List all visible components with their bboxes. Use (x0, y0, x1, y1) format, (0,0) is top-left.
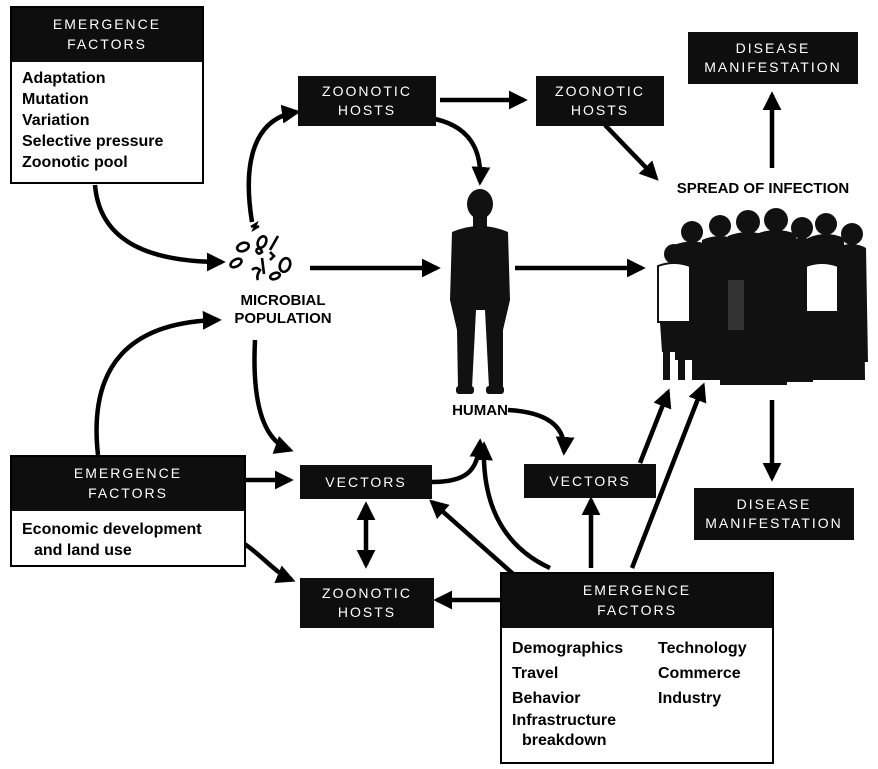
factor-title-line2: FACTORS (597, 602, 677, 618)
microbes-icon (229, 220, 292, 281)
factor-title-line1: EMERGENCE (582, 582, 692, 598)
emergence-factors-middle: EMERGENCE FACTORS Economic development a… (10, 455, 246, 567)
arrow-bottom-to-vectors1 (429, 499, 522, 582)
spread-of-infection-label: SPREAD OF INFECTION (650, 180, 876, 198)
zoonotic-hosts-box-1: ZOONOTIC HOSTS (298, 76, 436, 126)
box-line: VECTORS (325, 473, 407, 490)
label-line: POPULATION (234, 310, 332, 327)
factor-item: Behavior (512, 690, 581, 707)
factor-item: Economic development (22, 521, 202, 538)
box-line: MANIFESTATION (705, 515, 843, 531)
emergence-factors-middle-list: Economic development and land use (12, 511, 244, 565)
box-line: VECTORS (549, 472, 631, 489)
disease-manifestation-top: DISEASE MANIFESTATION (688, 32, 858, 84)
zoonotic-hosts-box-3: ZOONOTIC HOSTS (300, 578, 434, 628)
vectors-box-1: VECTORS (300, 465, 432, 499)
factor-item: Infrastructure (512, 712, 617, 729)
factor-title-line2: FACTORS (88, 485, 168, 501)
factor-item: Variation (22, 112, 90, 129)
label-line: HUMAN (452, 402, 508, 419)
factor-item: Mutation (22, 91, 89, 108)
arrow-hosts2-to-spread (603, 123, 659, 181)
factor-item: Adaptation (22, 70, 106, 87)
emergence-factors-middle-title: EMERGENCE FACTORS (12, 457, 244, 511)
emergence-factors-top: EMERGENCE FACTORS Adaptation Mutation Va… (10, 6, 204, 184)
human-figure-icon (450, 189, 510, 394)
label-line: SPREAD OF INFECTION (676, 180, 850, 197)
box-line: ZOONOTIC (322, 585, 412, 601)
factor-item: Selective pressure (22, 133, 164, 150)
zoonotic-hosts-box-2: ZOONOTIC HOSTS (536, 76, 664, 126)
vectors-box-2: VECTORS (524, 464, 656, 498)
factor-item: Industry (658, 690, 722, 707)
factor-title-line2: FACTORS (67, 36, 147, 52)
arrow-microbes-to-zoonotic-hosts-1 (246, 104, 301, 223)
factor-item: Commerce (658, 665, 741, 682)
arrow-hosts1-to-human (429, 115, 491, 186)
emergence-factors-bottom: EMERGENCE FACTORS Demographics Travel Be… (500, 572, 774, 764)
factor-title-line1: EMERGENCE (52, 16, 162, 32)
box-line: HOSTS (570, 102, 630, 118)
factor-item: Demographics (512, 640, 624, 657)
emergence-factors-bottom-title: EMERGENCE FACTORS (502, 574, 772, 628)
human-label: HUMAN (440, 402, 520, 420)
microbial-population-label: MICROBIAL POPULATION (208, 292, 358, 328)
label-line: MICROBIAL (240, 292, 326, 309)
arrow-bottom-to-spread (629, 382, 707, 569)
arrow-top-factors-to-microbes (92, 184, 226, 272)
factor-item: breakdown (522, 732, 607, 749)
emergence-factors-top-list: Adaptation Mutation Variation Selective … (12, 62, 202, 177)
factor-item: Zoonotic pool (22, 154, 128, 171)
arrow-vectors1-to-human (431, 438, 489, 485)
arrow-vectors2-to-spread (637, 388, 672, 464)
box-line: MANIFESTATION (704, 59, 842, 75)
box-line: DISEASE (735, 40, 811, 56)
arrow-mid-factors-to-hosts3 (241, 541, 296, 583)
factor-item: and land use (34, 542, 132, 559)
box-line: DISEASE (736, 496, 812, 512)
factor-item: Travel (512, 665, 559, 682)
emergence-factors-top-title: EMERGENCE FACTORS (12, 8, 202, 62)
arrow-mid-factors-to-microbes (94, 310, 222, 456)
box-line: HOSTS (337, 604, 397, 620)
arrow-bottom-to-human (474, 441, 551, 571)
factor-title-line1: EMERGENCE (73, 465, 183, 481)
factor-item: Technology (658, 640, 747, 657)
box-line: HOSTS (337, 102, 397, 118)
arrow-microbes-to-vectors-1 (252, 339, 294, 454)
arrow-human-to-vectors-2 (507, 407, 575, 456)
factor-column-right: Technology Commerce Industry (658, 636, 768, 751)
disease-manifestation-bottom: DISEASE MANIFESTATION (694, 488, 854, 540)
box-line: ZOONOTIC (322, 83, 412, 99)
factor-column-left: Demographics Travel Behavior Infrastruct… (512, 636, 658, 751)
crowd-icon (657, 208, 868, 385)
box-line: ZOONOTIC (555, 83, 645, 99)
emergence-factors-bottom-list: Demographics Travel Behavior Infrastruct… (502, 628, 772, 755)
